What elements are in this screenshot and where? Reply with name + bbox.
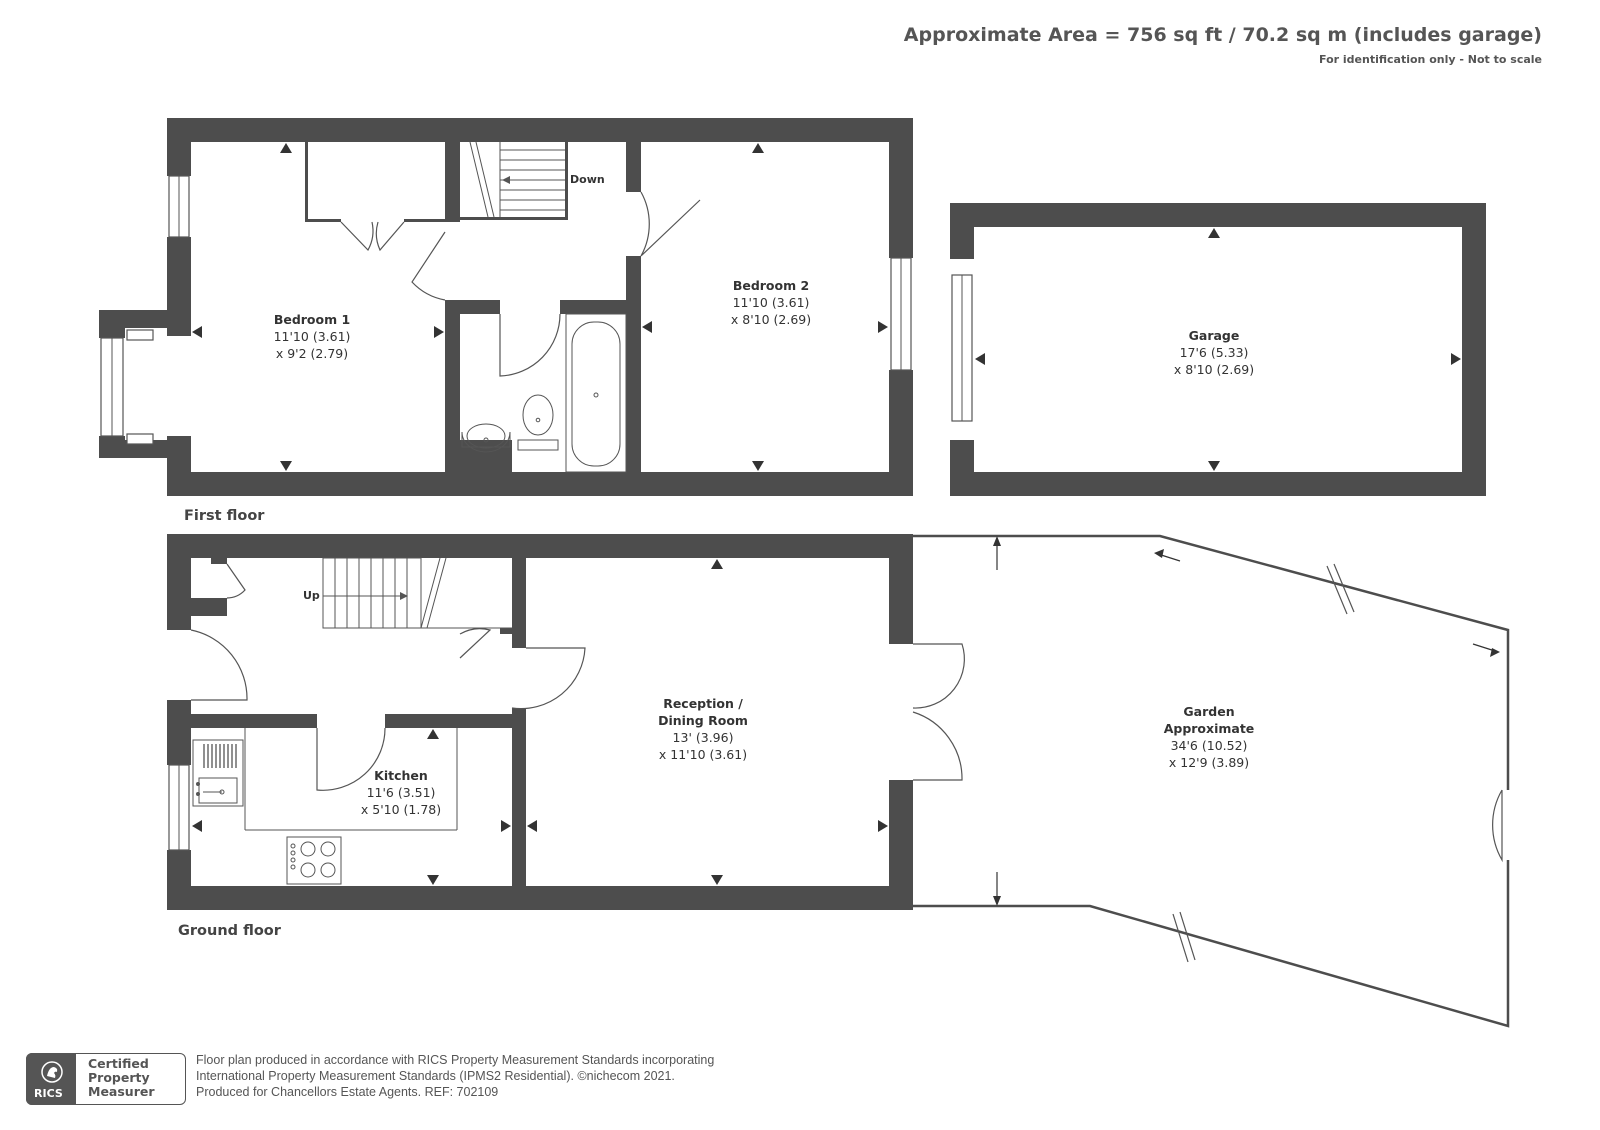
badge-line-1: Certified xyxy=(88,1056,149,1071)
radiator-icon xyxy=(203,744,237,768)
toilet-icon xyxy=(522,394,554,436)
door-swing-icon xyxy=(190,629,248,701)
hob-icon xyxy=(286,836,342,885)
arrow-marker-icon xyxy=(527,820,537,832)
badge-rics-text: RICS xyxy=(34,1087,63,1100)
arrow-marker-icon xyxy=(434,326,444,338)
kitchen-dim2: x 5'10 (1.78) xyxy=(361,802,441,817)
basin-icon xyxy=(461,431,511,453)
bathroom-fixtures xyxy=(461,313,627,473)
garden-outline xyxy=(913,534,1510,1028)
window-mullions xyxy=(111,176,963,850)
arrow-marker-icon xyxy=(280,143,292,153)
window-icon xyxy=(126,433,154,445)
stairs-down-label: Down xyxy=(570,173,605,186)
footer-line-3: Produced for Chancellors Estate Agents. … xyxy=(196,1085,499,1099)
door-swing-icon xyxy=(912,711,963,781)
garage-name: Garage xyxy=(1189,328,1240,343)
stairs-ground xyxy=(322,557,512,629)
door-swing-icon xyxy=(912,643,965,709)
door-swing-icon xyxy=(459,628,492,659)
arrow-marker-icon xyxy=(975,353,985,365)
arrow-marker-icon xyxy=(192,820,202,832)
window-icon xyxy=(126,329,154,341)
door-swing-icon xyxy=(511,647,586,710)
door-swing-icon xyxy=(316,727,386,791)
reception-name-1: Reception / xyxy=(663,696,743,711)
garden-dim2: x 12'9 (3.89) xyxy=(1169,755,1249,770)
rics-badge: RICS Certified Property Measurer xyxy=(26,1053,186,1105)
door-swing-icon xyxy=(226,563,246,599)
garden-name-2: Approximate xyxy=(1164,721,1255,736)
kitchen-name: Kitchen xyxy=(374,768,428,783)
first-floor-label: First floor xyxy=(184,508,265,524)
badge-certified-text: Certified Property Measurer xyxy=(88,1057,155,1099)
ground-floor-label: Ground floor xyxy=(178,923,282,939)
footer-line-2: International Property Measurement Stand… xyxy=(196,1069,675,1083)
bedroom2-dim1: 11'10 (3.61) xyxy=(733,295,810,310)
door-swing-icon xyxy=(340,221,374,252)
bedroom1-dim2: x 9'2 (2.79) xyxy=(276,346,348,361)
arrow-marker-icon xyxy=(192,326,202,338)
arrow-marker-icon xyxy=(501,820,511,832)
door-swing-icon xyxy=(411,231,446,301)
arrow-marker-icon xyxy=(502,176,510,184)
door-swings xyxy=(190,191,1503,863)
badge-line-3: Measurer xyxy=(88,1084,155,1099)
bedroom1-dim1: 11'10 (3.61) xyxy=(274,329,351,344)
reception-dim2: x 11'10 (3.61) xyxy=(659,747,747,762)
stairs-up-label: Up xyxy=(303,589,320,602)
bedroom1-name: Bedroom 1 xyxy=(274,312,350,327)
arrow-marker-icon xyxy=(711,559,723,569)
scale-note: For identification only - Not to scale xyxy=(1319,53,1542,66)
arrow-marker-icon xyxy=(1451,353,1461,365)
footer-line-1: Floor plan produced in accordance with R… xyxy=(196,1053,715,1067)
arrow-marker-icon xyxy=(878,820,888,832)
measure-markers xyxy=(192,143,1461,885)
arrow-marker-icon xyxy=(427,729,439,739)
kitchen-fixtures xyxy=(192,728,458,885)
approximate-area: Approximate Area = 756 sq ft / 70.2 sq m… xyxy=(903,24,1542,46)
bedroom2-dim2: x 8'10 (2.69) xyxy=(731,312,811,327)
door-swing-icon xyxy=(640,191,701,257)
door-swing-icon xyxy=(499,313,561,377)
arrow-marker-icon xyxy=(1208,461,1220,471)
arrow-marker-icon xyxy=(1208,228,1220,238)
sink-icon xyxy=(192,739,244,807)
arrow-marker-icon xyxy=(711,875,723,885)
sink-icon xyxy=(198,777,238,804)
toilet-icon xyxy=(517,439,559,451)
arrow-marker-icon xyxy=(752,143,764,153)
kitchen-taps xyxy=(196,782,200,796)
rics-lion-icon xyxy=(41,1061,63,1083)
garage-dim2: x 8'10 (2.69) xyxy=(1174,362,1254,377)
first-floor-walls xyxy=(99,118,913,496)
kitchen-dim1: 11'6 (3.51) xyxy=(367,785,436,800)
arrow-marker-icon xyxy=(427,875,439,885)
stairs-first xyxy=(469,141,565,218)
door-swing-icon xyxy=(1492,789,1503,863)
garage-dim1: 17'6 (5.33) xyxy=(1180,345,1249,360)
garden-name-1: Garden xyxy=(1183,704,1234,719)
bath-icon xyxy=(571,321,621,467)
arrow-marker-icon xyxy=(878,321,888,333)
garden-arrowheads xyxy=(993,536,1500,906)
garage-walls xyxy=(950,203,1486,496)
reception-dim1: 13' (3.96) xyxy=(673,730,734,745)
bedroom2-name: Bedroom 2 xyxy=(733,278,809,293)
badge-line-2: Property xyxy=(88,1070,150,1085)
reception-name-2: Dining Room xyxy=(658,713,748,728)
garden-dim1: 34'6 (10.52) xyxy=(1171,738,1248,753)
arrow-marker-icon xyxy=(400,592,408,600)
arrow-marker-icon xyxy=(752,461,764,471)
door-swing-icon xyxy=(375,221,405,252)
arrow-marker-icon xyxy=(642,321,652,333)
ground-floor-walls xyxy=(167,534,913,910)
arrow-marker-icon xyxy=(280,461,292,471)
garden-breaks xyxy=(1172,563,1355,963)
footer-notes: Floor plan produced in accordance with R… xyxy=(196,1052,714,1100)
